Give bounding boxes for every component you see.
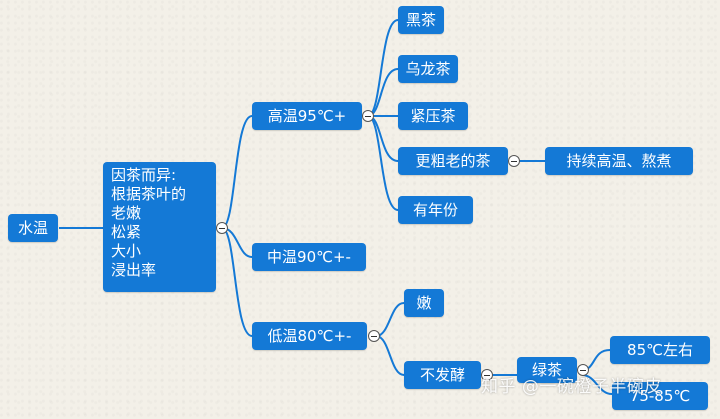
node-temp-75-85-label: 75-85℃ [629,387,691,405]
node-green-tea[interactable]: 绿茶 [517,357,577,383]
node-temp-85-label: 85℃左右 [627,341,693,359]
node-unfermented[interactable]: 不发酵 [404,361,481,389]
node-tender-label: 嫩 [416,294,432,312]
node-compressed-tea[interactable]: 紧压茶 [398,102,468,130]
node-dark-tea-label: 黑茶 [405,11,436,29]
root-node-label: 水温 [17,219,48,237]
node-green-tea-label: 绿茶 [531,361,562,379]
collapse-toggle-low-temp[interactable] [368,330,380,342]
collapse-toggle-factor[interactable] [216,222,228,234]
node-temp-75-85[interactable]: 75-85℃ [612,382,708,410]
node-oolong-tea[interactable]: 乌龙茶 [398,55,458,83]
node-dark-tea[interactable]: 黑茶 [398,6,444,34]
factor-node-label: 因茶而异: 根据茶叶的 老嫩 松紧 大小 浸出率 [111,166,187,279]
node-aged-tea-label: 有年份 [412,201,458,219]
node-coarse-tea[interactable]: 更粗老的茶 [398,147,508,175]
node-aged-tea[interactable]: 有年份 [398,196,473,224]
node-high-temp[interactable]: 高温95℃+ [252,102,362,130]
node-tender[interactable]: 嫩 [404,289,444,317]
collapse-toggle-unfermented[interactable] [481,369,493,381]
collapse-toggle-coarse-tea[interactable] [508,155,520,167]
root-node-water-temp[interactable]: 水温 [8,214,58,242]
node-compressed-tea-label: 紧压茶 [410,107,456,125]
watermark-text: 知乎 @一碗橙子半碗皮 [481,377,662,397]
node-temp-85[interactable]: 85℃左右 [610,336,710,364]
collapse-toggle-green-tea[interactable] [577,364,589,376]
node-low-temp[interactable]: 低温80℃+- [252,322,367,350]
node-unfermented-label: 不发酵 [419,366,465,384]
node-mid-temp[interactable]: 中温90℃+- [252,243,366,271]
node-low-temp-label: 低温80℃+- [267,327,352,345]
node-high-temp-label: 高温95℃+ [267,107,347,125]
node-oolong-tea-label: 乌龙茶 [405,60,451,78]
node-boil-continuously[interactable]: 持续高温、熬煮 [545,147,693,175]
node-boil-continuously-label: 持续高温、熬煮 [566,152,672,170]
factor-node[interactable]: 因茶而异: 根据茶叶的 老嫩 松紧 大小 浸出率 [103,162,216,292]
node-mid-temp-label: 中温90℃+- [267,248,351,266]
node-coarse-tea-label: 更粗老的茶 [415,152,491,170]
collapse-toggle-high-temp[interactable] [362,110,374,122]
